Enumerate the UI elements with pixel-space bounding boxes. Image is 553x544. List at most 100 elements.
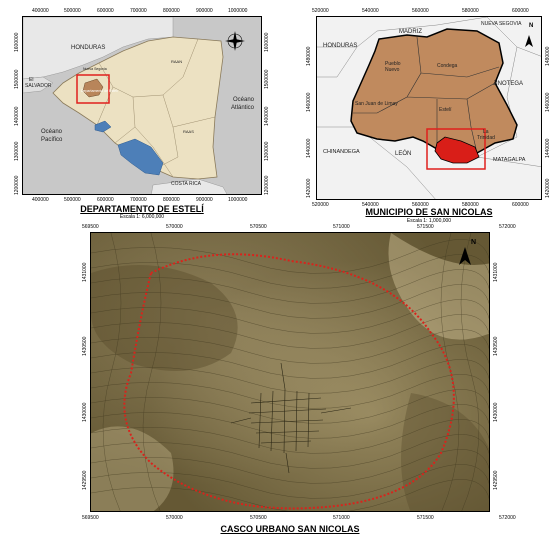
north-arrow-icon (459, 247, 471, 265)
x-tick-bottom: 800000 (163, 197, 180, 203)
terrain-map (91, 233, 489, 511)
label-chinandega: CHINANDEGA (323, 149, 360, 155)
x-tick-top: 540000 (362, 8, 379, 14)
y-tick-left: 1431000 (82, 262, 88, 282)
x-tick-top: 500000 (64, 8, 81, 14)
nicaragua-map (23, 17, 245, 194)
x-tick-top: 900000 (196, 8, 213, 14)
x-tick-top: 569500 (82, 224, 99, 230)
municipio-map (317, 17, 541, 199)
y-tick-right: 1431000 (493, 262, 499, 282)
esteli-locator-box (76, 74, 110, 104)
x-tick-top: 570500 (250, 224, 267, 230)
label-condega: Condega (437, 63, 458, 69)
y-tick-left: 1500000 (14, 69, 20, 89)
san-nicolas-locator-box (426, 128, 486, 170)
map-casco-urbano-title: CASCO URBANO SAN NICOLAS (220, 524, 360, 534)
map-departamento-title: DEPARTAMENTO DE ESTELÍ (80, 204, 204, 214)
x-tick-top: 800000 (163, 8, 180, 14)
x-tick-bottom: 900000 (196, 197, 213, 203)
y-tick-right: 1430500 (493, 336, 499, 356)
north-arrow-icon (525, 35, 533, 47)
y-tick-left: 1420000 (306, 178, 312, 198)
label-el-salvador-2: SALVADOR (25, 83, 52, 89)
map-departamento-esteli-panel: 400000 500000 600000 700000 800000 90000… (0, 0, 276, 220)
x-tick-bottom: 500000 (64, 197, 81, 203)
label-pueblo-nuevo-2: Nuevo (385, 67, 400, 73)
x-tick-bottom: 570000 (166, 515, 183, 521)
label-nueva-segovia: Nueva Segovia (83, 67, 107, 71)
x-tick-bottom: 600000 (512, 202, 529, 208)
label-raas: RAAS (183, 129, 194, 134)
x-tick-bottom: 570500 (250, 515, 267, 521)
label-oceano-atlantico-2: Atlántico (231, 105, 255, 111)
y-tick-left: 1400000 (14, 106, 20, 126)
x-tick-bottom: 571500 (417, 515, 434, 521)
y-tick-right: 1200000 (264, 175, 270, 195)
label-matagalpa: MATAGALPA (493, 157, 526, 163)
label-honduras: HONDURAS (323, 43, 358, 49)
lake-managua (94, 120, 112, 133)
urban-street-grid (230, 362, 352, 474)
y-tick-right: 1500000 (264, 69, 270, 89)
neighbour-boundaries (317, 17, 541, 199)
terrain-ridge (401, 393, 489, 511)
label-oceano-pacifico-2: Pacífico (41, 137, 63, 143)
x-tick-bottom: 572000 (499, 515, 516, 521)
label-north: N (529, 23, 534, 29)
x-tick-top: 1000000 (228, 8, 248, 14)
label-madriz: MADRIZ (399, 29, 422, 35)
x-tick-top: 580000 (462, 8, 479, 14)
label-oceano-atlantico-1: Océano (233, 97, 255, 103)
label-departamento-esteli: Departamento de Estelí (81, 89, 118, 93)
label-pueblo-nuevo-1: Pueblo (385, 61, 401, 67)
label-leon: LEÓN (395, 151, 412, 157)
map-municipio-scale: Escala 1: 1,000,000 (406, 218, 452, 224)
x-tick-bottom: 560000 (412, 202, 429, 208)
y-tick-right: 1460000 (545, 92, 551, 112)
label-el-salvador-1: El (29, 77, 34, 83)
x-tick-bottom: 569500 (82, 515, 99, 521)
y-tick-left: 1430500 (82, 336, 88, 356)
x-tick-bottom: 580000 (462, 202, 479, 208)
x-tick-bottom: 571000 (333, 515, 350, 521)
terrain-ridge (91, 265, 238, 371)
y-tick-right: 1600000 (264, 32, 270, 52)
x-tick-bottom: 1000000 (228, 197, 248, 203)
contour-lines (91, 233, 489, 511)
map-departamento-scale: Escala 1: 6,000,000 (119, 214, 165, 220)
esteli-highlight (82, 78, 104, 98)
urban-boundary (123, 253, 455, 510)
x-tick-top: 560000 (412, 8, 429, 14)
label-honduras: HONDURAS (71, 45, 106, 51)
x-tick-top: 700000 (130, 8, 147, 14)
label-la-trinidad-2: Trinidad (477, 135, 495, 141)
y-tick-right: 1300000 (264, 141, 270, 161)
label-costa-rica: COSTA RICA (171, 181, 201, 187)
y-tick-left: 1200000 (14, 175, 20, 195)
y-tick-left: 1430000 (82, 402, 88, 422)
x-tick-bottom: 400000 (32, 197, 49, 203)
y-tick-left: 1600000 (14, 32, 20, 52)
x-tick-top: 600000 (512, 8, 529, 14)
x-tick-top: 520000 (312, 8, 329, 14)
y-tick-left: 1460000 (306, 92, 312, 112)
x-tick-bottom: 540000 (362, 202, 379, 208)
y-tick-left: 1440000 (306, 138, 312, 158)
y-tick-right: 1440000 (545, 138, 551, 158)
costa-rica-land (151, 178, 228, 194)
label-esteli: Estelí (439, 107, 452, 113)
x-tick-top: 400000 (32, 8, 49, 14)
terrain-ridge (388, 233, 489, 340)
municipal-boundaries (353, 36, 500, 154)
map-municipio-title: MUNICIPIO DE SAN NICOLAS (365, 207, 493, 217)
x-tick-top: 571500 (417, 224, 434, 230)
x-tick-bottom: 520000 (312, 202, 329, 208)
label-san-juan-de-limay: San Juan de Limay (355, 101, 398, 107)
terrain-shade-b (91, 233, 489, 511)
label-la-trinidad-1: La (483, 129, 489, 135)
x-tick-bottom: 700000 (130, 197, 147, 203)
map-casco-urbano-panel: 569500 570000 570500 571000 571500 57200… (0, 222, 553, 544)
y-tick-left: 1429500 (82, 470, 88, 490)
san-nicolas-municipio (434, 136, 480, 164)
